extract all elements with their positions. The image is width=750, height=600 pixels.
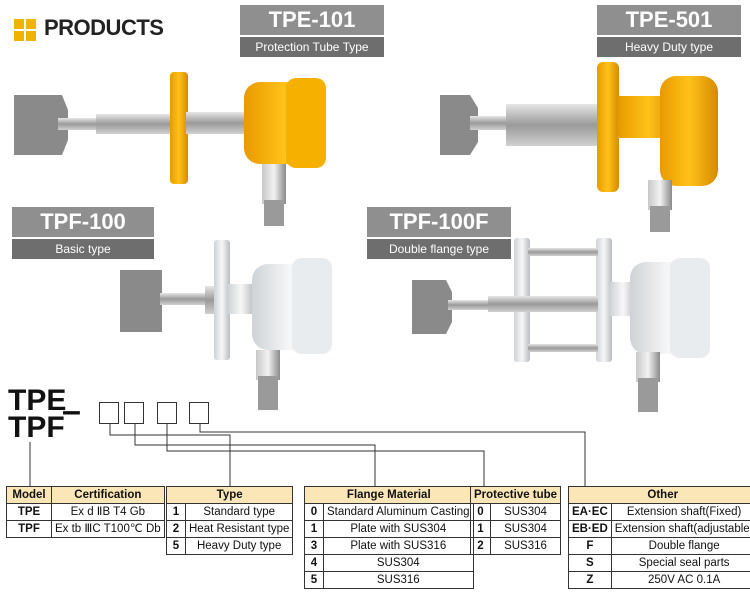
model-title-tpf100: TPF-100 Basic type xyxy=(12,207,154,259)
other-table-header: Other xyxy=(568,486,750,504)
code-prefix-tpe: TPE xyxy=(8,384,67,417)
cell-code: F xyxy=(568,537,612,555)
cell-value: Plate with SUS316 xyxy=(323,537,474,555)
code-box-tube xyxy=(157,402,177,424)
model-subtitle: Protection Tube Type xyxy=(240,37,384,57)
page-title: PRODUCTS xyxy=(44,15,164,40)
code-box-flange xyxy=(124,402,144,424)
table-row: TPF Ex tb ⅢC T100℃ Db xyxy=(6,520,165,538)
cell-code: 1 xyxy=(470,520,491,538)
code-dash: – xyxy=(62,392,81,430)
cell-code: TPE xyxy=(6,503,52,521)
tpf100f-sensor-image xyxy=(412,238,710,412)
cell-value: Heavy Duty type xyxy=(184,537,294,555)
model-name: TPF-100 xyxy=(12,207,154,237)
model-subtitle: Double flange type xyxy=(367,239,511,259)
model-title-tpe101: TPE-101 Protection Tube Type xyxy=(240,5,384,57)
model-table: Model Certification TPE Ex d ⅡB T4 Gb TP… xyxy=(6,486,165,538)
model-subtitle: Basic type xyxy=(12,239,154,259)
tpe501-sensor-image xyxy=(440,62,718,232)
cell-value: Plate with SUS304 xyxy=(323,520,474,538)
table-row: TPE Ex d ⅡB T4 Gb xyxy=(6,503,165,521)
cell-value: Extension shaft(Fixed) xyxy=(610,503,750,521)
cell-code: 2 xyxy=(470,537,491,555)
model-subtitle: Heavy Duty type xyxy=(597,37,741,57)
cell-value: SUS304 xyxy=(489,503,562,521)
cell-code: 4 xyxy=(304,554,324,572)
model-title-tpf100f: TPF-100F Double flange type xyxy=(367,207,511,259)
cell-code: 5 xyxy=(304,571,324,589)
cell-value: Ex d ⅡB T4 Gb xyxy=(51,503,165,521)
cell-code: 5 xyxy=(166,537,186,555)
model-table-header-certification: Certification xyxy=(51,486,165,504)
cell-code: TPF xyxy=(6,520,52,538)
cell-value: Extension shaft(adjustable) xyxy=(610,520,750,538)
products-logo-icon xyxy=(14,19,36,41)
cell-value: SUS304 xyxy=(489,520,562,538)
cell-code: 2 xyxy=(166,520,186,538)
cell-code: 3 xyxy=(304,537,324,555)
type-table-header: Type xyxy=(165,486,294,504)
model-name: TPE-501 xyxy=(597,5,741,35)
cell-code: S xyxy=(568,554,612,572)
flange-table-header: Flange Material xyxy=(304,486,474,504)
cell-value: Standard type xyxy=(184,503,294,521)
model-name: TPF-100F xyxy=(367,207,511,237)
model-title-tpe501: TPE-501 Heavy Duty type xyxy=(597,5,741,57)
tpe101-sensor-image xyxy=(14,72,326,226)
model-table-header-model: Model xyxy=(6,486,52,504)
cell-value: 250V AC 0.1A xyxy=(610,571,750,589)
cell-code: 1 xyxy=(304,520,324,538)
model-name: TPE-101 xyxy=(240,5,384,35)
cell-value: Standard Aluminum Casting xyxy=(323,503,474,521)
cell-code: Z xyxy=(568,571,612,589)
code-prefix-tpf: TPF xyxy=(8,411,65,444)
cell-value: SUS304 xyxy=(323,554,474,572)
cell-code: EB·ED xyxy=(568,520,612,538)
code-box-type xyxy=(99,402,119,424)
code-box-other xyxy=(189,402,209,424)
connector-lines xyxy=(29,424,586,486)
cell-value: SUS316 xyxy=(489,537,562,555)
cell-value: SUS316 xyxy=(323,571,474,589)
cell-value: Heat Resistant type xyxy=(184,520,294,538)
cell-code: 0 xyxy=(304,503,324,521)
tpf100-sensor-image xyxy=(120,240,332,410)
cell-code: EA·EC xyxy=(568,503,612,521)
cell-code: 0 xyxy=(470,503,491,521)
cell-code: 1 xyxy=(166,503,186,521)
tube-table-header: Protective tube xyxy=(469,486,562,504)
cell-value: Ex tb ⅢC T100℃ Db xyxy=(51,520,165,538)
cell-value: Special seal parts xyxy=(610,554,750,572)
cell-value: Double flange xyxy=(610,537,750,555)
